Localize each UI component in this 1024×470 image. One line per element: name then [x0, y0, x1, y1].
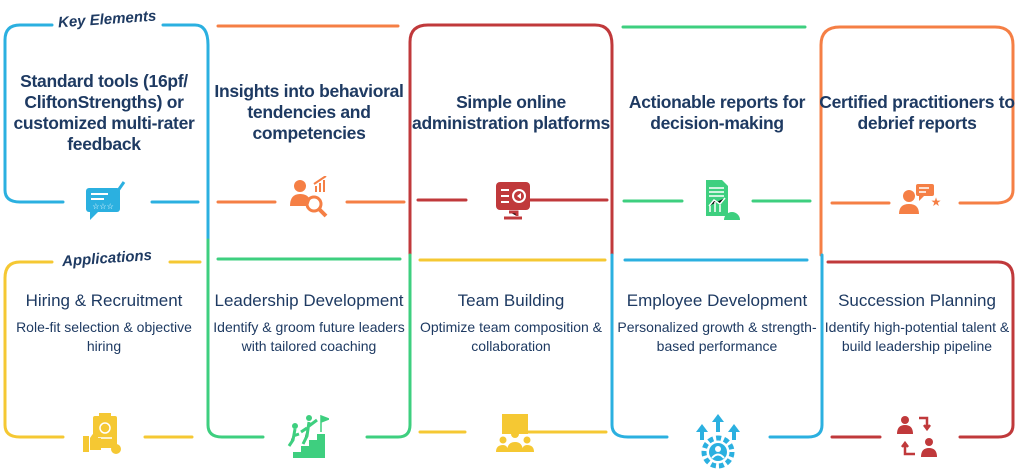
- application-4: Employee Development Personalized growth…: [617, 290, 817, 356]
- hiring-clipboard-icon: [83, 413, 121, 454]
- application-title: Employee Development: [626, 291, 808, 310]
- growth-gear-icon: [696, 414, 740, 469]
- app-box-1-border: [3, 260, 202, 439]
- team-puzzle-icon: [496, 414, 534, 452]
- climbing-stairs-icon: [287, 414, 329, 458]
- key-box-1-border: [3, 23, 210, 242]
- report-chart-icon: [706, 180, 740, 220]
- key-box-2-border: [216, 24, 406, 204]
- application-3: Team Building Optimize team composition …: [411, 290, 611, 356]
- application-desc: Role-fit selection & objective hiring: [16, 319, 192, 354]
- svg-text:★: ★: [931, 195, 942, 209]
- feedback-form-icon: ☆☆☆: [86, 181, 126, 220]
- key-box-3-border: [408, 23, 614, 257]
- application-title: Leadership Development: [214, 291, 404, 310]
- practitioner-icon: ★: [899, 184, 942, 214]
- key-box-5-border: [819, 25, 1015, 257]
- app-box-5-border: [826, 260, 1015, 439]
- app-box-2-border: [206, 238, 412, 439]
- key-element-4: Actionable reports for decision-making: [628, 91, 806, 133]
- application-title: Succession Planning: [838, 291, 996, 310]
- application-desc: Identify high-potential talent & build l…: [824, 319, 1010, 354]
- application-desc: Personalized growth & strength-based per…: [617, 319, 817, 354]
- application-1: Hiring & Recruitment Role-fit selection …: [4, 290, 204, 356]
- application-5: Succession Planning Identify high-potent…: [817, 290, 1017, 356]
- key-element-3: Simple online administration platforms: [412, 91, 610, 133]
- application-title: Team Building: [457, 291, 565, 310]
- succession-cycle-icon: [897, 416, 937, 457]
- application-desc: Optimize team composition & collaboratio…: [419, 319, 603, 354]
- app-box-3-border: [418, 258, 608, 434]
- monitor-platform-icon: [496, 182, 530, 220]
- key-element-2: Insights into behavioral tendencies and …: [214, 81, 404, 143]
- application-desc: Identify & groom future leaders with tai…: [213, 319, 405, 354]
- key-element-1: Standard tools (16pf/ CliftonStrengths) …: [13, 70, 195, 154]
- svg-text:☆☆☆: ☆☆☆: [92, 202, 114, 211]
- person-analysis-icon: [290, 176, 328, 218]
- key-element-5: Certified practitioners to debrief repor…: [819, 91, 1015, 133]
- application-2: Leadership Development Identify & groom …: [209, 290, 409, 356]
- key-box-4-border: [621, 25, 812, 203]
- application-title: Hiring & Recruitment: [25, 291, 183, 310]
- app-box-4-border: [610, 253, 824, 439]
